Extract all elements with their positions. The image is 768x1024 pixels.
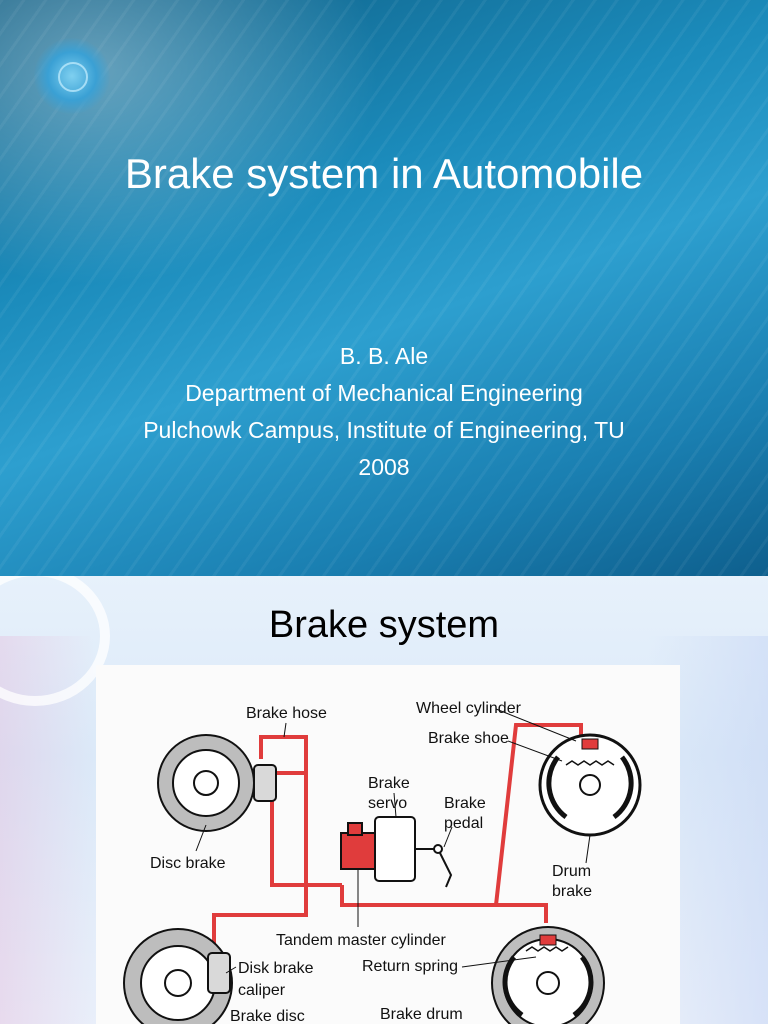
label-brake-servo-line2: servo — [368, 795, 407, 812]
label-brake-pedal-line1: Brake — [444, 795, 486, 812]
label-drum-brake-line1: Drum — [552, 863, 591, 880]
author-name: B. B. Ale — [339, 343, 429, 369]
slide-subtitle: B. B. Ale Department of Mechanical Engin… — [0, 338, 768, 486]
year: 2008 — [358, 454, 410, 480]
brake-diagram-svg: Brake hose Wheel cylinder Brake shoe Bra… — [123, 700, 642, 1024]
background-texture — [0, 0, 768, 576]
label-wheel-cylinder: Wheel cylinder — [416, 700, 522, 717]
label-drum-brake-line2: brake — [552, 883, 592, 900]
label-brake-drum: Brake drum — [380, 1006, 463, 1023]
brake-lines — [212, 723, 583, 950]
brake-system-diagram: Brake hose Wheel cylinder Brake shoe Bra… — [96, 665, 680, 1024]
slide-title: Brake system in Automobile — [124, 150, 644, 197]
label-disc-brake: Disc brake — [150, 855, 226, 872]
label-disk-brake-caliper-line2: caliper — [238, 982, 286, 999]
label-brake-hose: Brake hose — [246, 705, 327, 722]
drum-brake-rear — [491, 926, 605, 1024]
label-brake-disc: Brake disc — [230, 1008, 305, 1024]
disc-brake-rear — [123, 928, 233, 1024]
background-ring-decoration — [0, 576, 110, 706]
institution-name: Pulchowk Campus, Institute of Engineerin… — [143, 417, 625, 443]
disc-brake-front — [157, 734, 277, 832]
title-slide: Brake system in Automobile B. B. Ale Dep… — [0, 0, 768, 576]
label-return-spring: Return spring — [362, 958, 458, 975]
slide-title: Brake system — [268, 604, 500, 646]
label-brake-shoe: Brake shoe — [428, 730, 509, 747]
master-cylinder-assembly — [340, 816, 453, 888]
department-name: Department of Mechanical Engineering — [185, 380, 583, 406]
drum-brake-front — [538, 733, 642, 837]
label-brake-servo-line1: Brake — [368, 775, 410, 792]
label-brake-pedal-line2: pedal — [444, 815, 483, 832]
content-slide: Brake system — [0, 576, 768, 1024]
lens-flare-ring — [58, 62, 88, 92]
label-disk-brake-caliper-line1: Disk brake — [238, 960, 314, 977]
label-tandem-master-cylinder: Tandem master cylinder — [276, 932, 447, 949]
label-leader-lines — [195, 708, 591, 974]
